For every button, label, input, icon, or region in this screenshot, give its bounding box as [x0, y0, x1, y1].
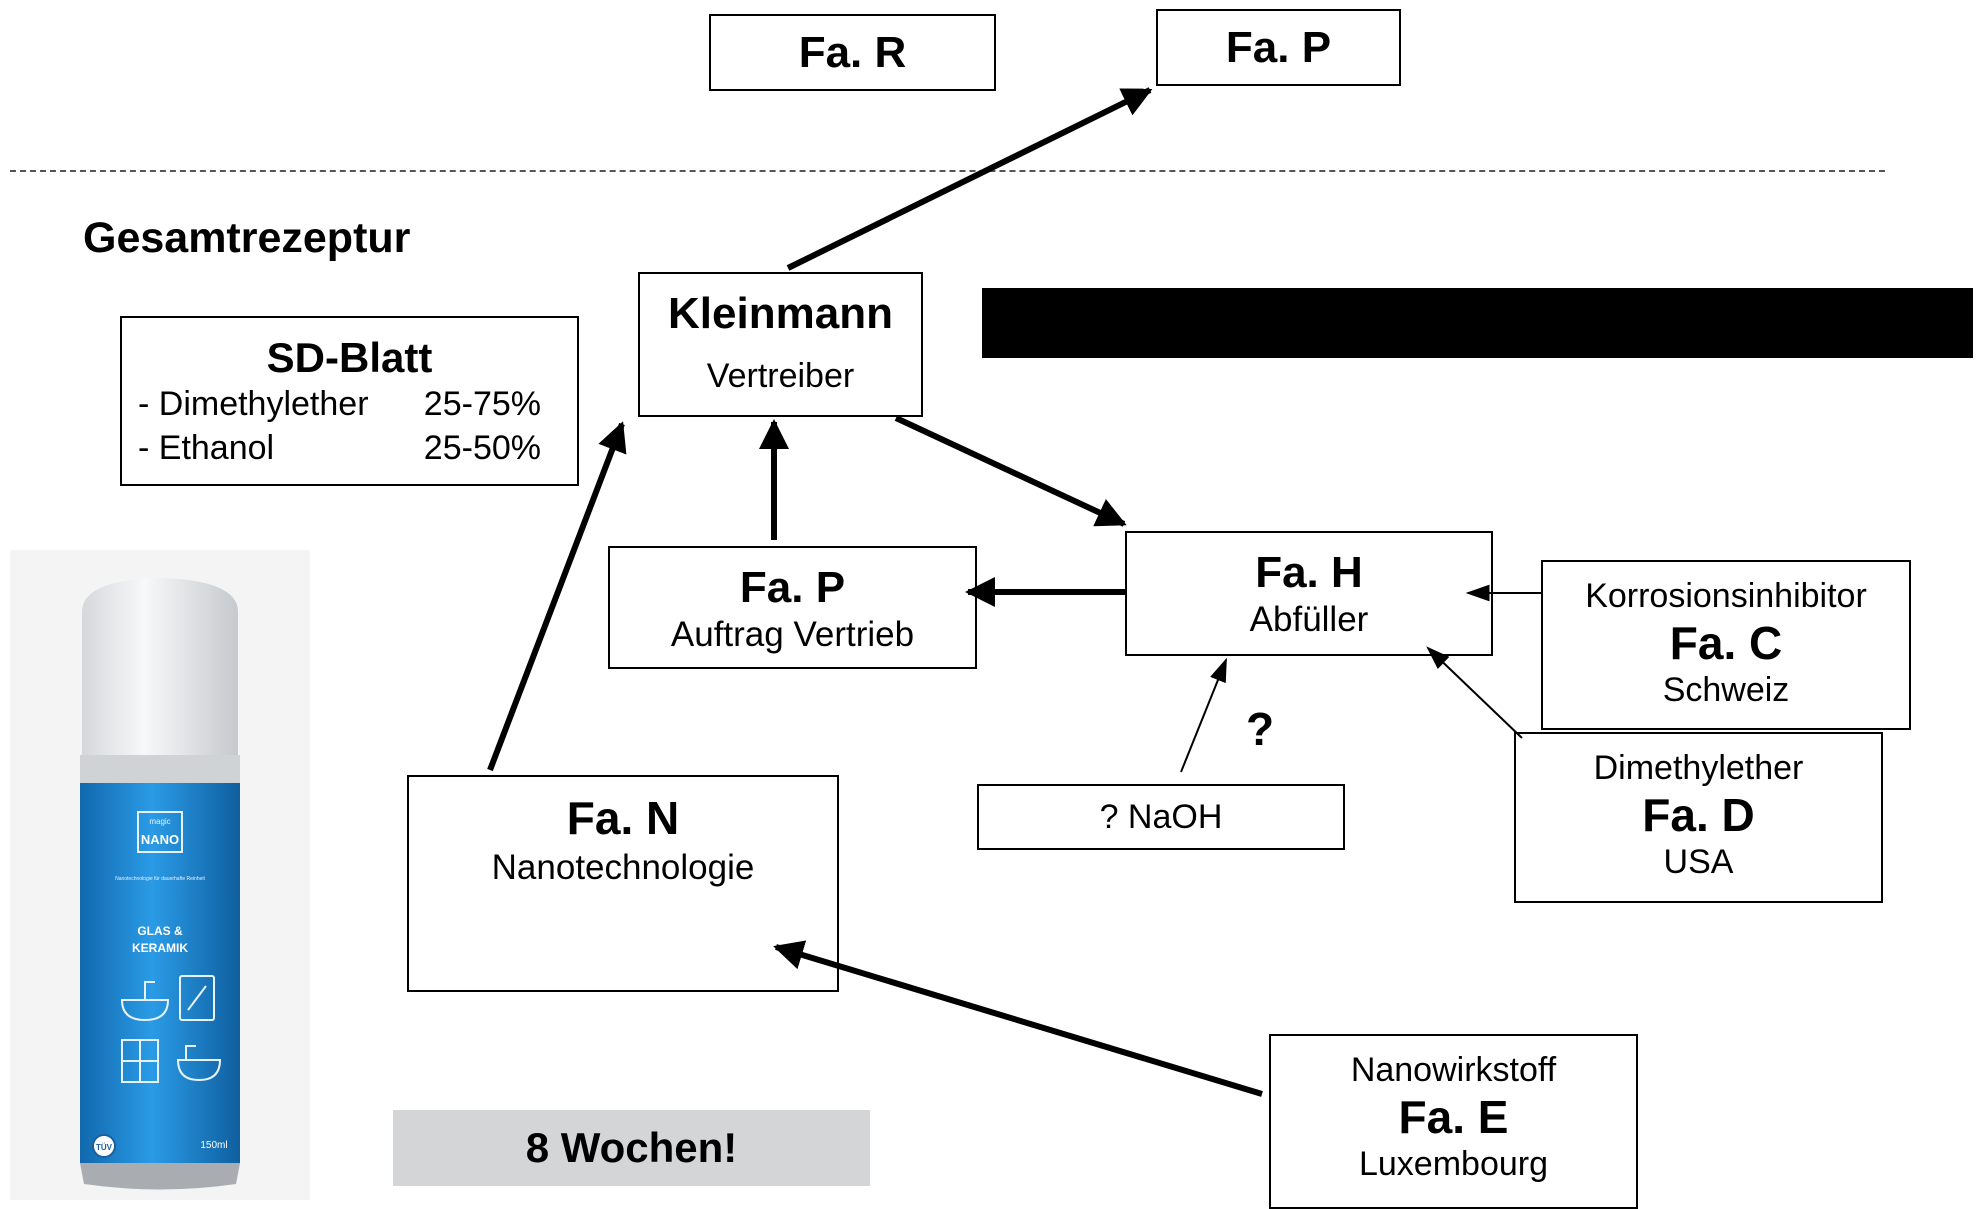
volume-text: 150ml: [200, 1140, 227, 1151]
product-name-line-1: GLAS &: [137, 924, 183, 938]
arrow-naoh-to-fa-h: [1180, 657, 1227, 773]
brand-top-text: magic: [149, 817, 170, 826]
arrow-fa-n-to-kleinmann: [487, 421, 627, 772]
fa-e-title: Fa. E: [1398, 1091, 1509, 1143]
arrow-kleinmann-to-fa-h: [894, 415, 1127, 527]
brand-logo-box: [137, 811, 183, 853]
fa-n-subtitle: Nanotechnologie: [491, 848, 755, 887]
fa-d-title: Fa. D: [1642, 789, 1755, 841]
can-body: [80, 783, 240, 1163]
duration-note: 8 Wochen!: [393, 1110, 870, 1186]
fa-e-country: Luxembourg: [1358, 1145, 1548, 1183]
fa-h-box: Fa. H Abfüller: [1125, 531, 1493, 656]
window-icon: [121, 1039, 159, 1083]
can-bottom: [80, 1163, 240, 1190]
naoh-box: ? NaOH: [977, 784, 1345, 850]
fa-p-mid-subtitle: Auftrag Vertrieb: [670, 615, 915, 654]
arrow-fa-d-to-fa-h: [1426, 646, 1523, 739]
fa-c-title: Fa. C: [1669, 617, 1783, 669]
fa-d-country: USA: [1663, 843, 1734, 881]
product-spray-can-image: magic NANO Nanotechnologie für dauerhaft…: [10, 550, 310, 1200]
sd-blatt-title: SD-Blatt: [266, 334, 433, 381]
duration-note-text: 8 Wochen!: [525, 1124, 738, 1171]
fa-c-label: Korrosionsinhibitor: [1585, 577, 1867, 615]
product-name-line-2: KERAMIK: [132, 941, 188, 955]
fa-r-label: Fa. R: [798, 28, 907, 77]
fa-p-top-label: Fa. P: [1225, 23, 1332, 72]
fa-r-box: Fa. R: [709, 14, 996, 91]
section-title: Gesamtrezeptur: [83, 214, 411, 262]
question-mark: ?: [1246, 703, 1275, 755]
chemische-rezeptur-banner: - Chemische Rezeptur mind. 15 Einzelstof…: [982, 288, 1973, 415]
fa-h-title: Fa. H: [1255, 548, 1363, 597]
banner-text: - Chemische Rezeptur mind. 15 Einzelstof…: [1024, 371, 1827, 415]
bathtub-icon: [176, 1045, 222, 1082]
fa-n-box: Fa. N Nanotechnologie: [407, 775, 839, 992]
arrow-fa-e-to-fa-n: [773, 940, 1263, 1097]
fa-c-country: Schweiz: [1662, 671, 1790, 709]
sd-blatt-box: SD-Blatt - Dimethylether 25-75% - Ethano…: [120, 316, 579, 486]
fa-p-mid-title: Fa. P: [739, 563, 846, 612]
brand-text: NANO: [141, 832, 179, 847]
kleinmann-subtitle: Vertreiber: [706, 357, 855, 395]
fa-n-title: Fa. N: [566, 792, 680, 844]
fa-e-label: Nanowirkstoff: [1350, 1051, 1557, 1089]
sd-row-name: - Ethanol: [138, 429, 275, 467]
arrow-kleinmann-to-fa-p-top: [786, 87, 1153, 271]
separator-line: [10, 170, 1885, 172]
sd-row-value: 25-50%: [423, 429, 541, 467]
fa-c-box: Korrosionsinhibitor Fa. C Schweiz: [1541, 560, 1911, 730]
kleinmann-title: Kleinmann: [668, 289, 893, 338]
sd-row: - Ethanol 25-50%: [138, 426, 577, 470]
fa-p-mid-box: Fa. P Auftrag Vertrieb: [608, 546, 977, 669]
tuv-badge-text: TÜV: [96, 1143, 113, 1152]
fa-d-label: Dimethylether: [1593, 749, 1804, 787]
can-shoulder: [80, 755, 240, 783]
mirror-icon: [179, 975, 215, 1021]
fa-d-box: Dimethylether Fa. D USA: [1514, 732, 1883, 903]
claim-text: Nanotechnologie für dauerhafte Reinheit: [115, 876, 205, 882]
sd-row-name: - Dimethylether: [138, 385, 369, 423]
sd-row: - Dimethylether 25-75%: [138, 382, 577, 426]
naoh-label: ? NaOH: [1099, 798, 1223, 836]
fa-e-box: Nanowirkstoff Fa. E Luxembourg: [1269, 1034, 1638, 1209]
sink-icon: [120, 981, 170, 1022]
can-cap: [82, 578, 238, 755]
fa-h-subtitle: Abfüller: [1249, 600, 1369, 639]
kleinmann-box: Kleinmann Vertreiber: [638, 272, 923, 417]
tuv-badge-icon: [92, 1134, 116, 1158]
sd-row-value: 25-75%: [423, 385, 541, 423]
fa-p-top-box: Fa. P: [1156, 9, 1401, 86]
